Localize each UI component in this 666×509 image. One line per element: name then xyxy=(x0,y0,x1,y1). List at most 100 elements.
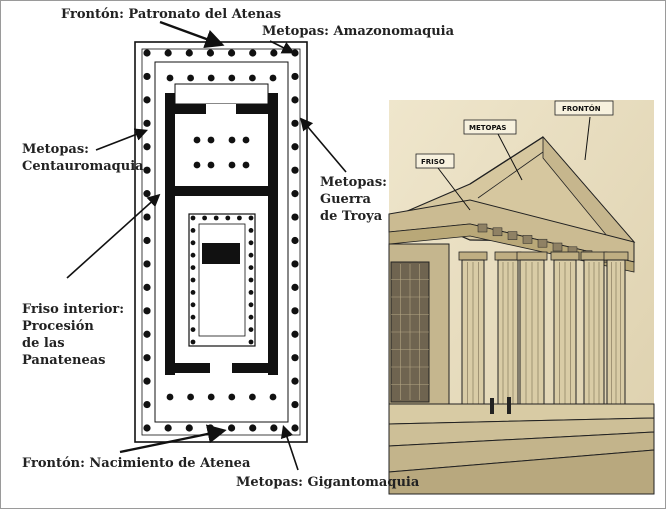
fronton-tag: FRONTÓN xyxy=(562,104,601,113)
column-dot xyxy=(248,290,254,295)
column-dot xyxy=(269,74,277,82)
column-dot xyxy=(270,49,278,57)
column-dot xyxy=(190,240,196,246)
column-dot xyxy=(291,354,299,362)
column-dot xyxy=(207,74,215,82)
arrow-metopas-amazon xyxy=(269,40,295,54)
column-dot xyxy=(164,49,172,57)
label-metopas-amazonomaquia: Metopas: Amazonomaquia xyxy=(262,24,455,39)
opisthodomos-columns xyxy=(193,136,250,169)
column-dot xyxy=(228,136,236,144)
column-dot xyxy=(291,424,299,432)
column-dot xyxy=(248,277,254,283)
column-dot xyxy=(143,377,151,385)
column-dot xyxy=(193,136,201,144)
column-dot xyxy=(291,307,299,315)
column-dot xyxy=(248,215,254,221)
column-dot xyxy=(190,228,196,233)
column-dot xyxy=(190,215,196,221)
column-dot xyxy=(190,327,196,332)
column-dot xyxy=(242,161,250,169)
column-dot xyxy=(190,265,196,270)
column-dot xyxy=(143,119,151,127)
column-dot xyxy=(207,136,215,144)
column-dot xyxy=(190,339,196,345)
column-dot xyxy=(164,424,172,432)
naos-interior xyxy=(188,213,256,347)
column-dot xyxy=(143,213,151,221)
metope-panel xyxy=(537,238,548,248)
column-dot xyxy=(291,400,299,409)
cella-walls xyxy=(165,83,278,375)
arrow-fronton-top xyxy=(159,20,225,49)
column-dot xyxy=(248,339,254,345)
temple-steps xyxy=(388,397,655,495)
label-fronton-nacimiento: Frontón: Nacimiento de Atenea xyxy=(22,456,251,471)
column-dot xyxy=(190,277,196,283)
column-dot xyxy=(228,74,236,82)
column-dot xyxy=(143,354,151,362)
metope-panel xyxy=(507,231,518,240)
column-dot xyxy=(213,215,219,221)
column-dot xyxy=(143,330,151,338)
column-dot xyxy=(291,96,299,104)
human-figure xyxy=(490,398,494,414)
column-dot xyxy=(291,260,299,268)
arrow-fronton-bottom xyxy=(119,424,227,454)
side-wall xyxy=(388,243,450,405)
column-dot xyxy=(143,72,151,81)
column-dot xyxy=(291,143,299,151)
column-dot xyxy=(190,314,196,320)
column-dot xyxy=(291,283,299,291)
label-fronton-patronato: Frontón: Patronato del Atenas xyxy=(61,7,282,22)
column-dot xyxy=(291,166,299,174)
statue-base xyxy=(202,243,240,264)
column-dot xyxy=(190,302,196,308)
friso-tag: FRISO xyxy=(421,158,445,166)
column-dot xyxy=(143,424,151,432)
elevation-columns xyxy=(458,251,629,407)
column-dot xyxy=(193,161,201,169)
column-dot xyxy=(248,228,254,233)
column-dot xyxy=(207,393,215,401)
column-dot xyxy=(291,213,299,221)
arrow-friso-interior xyxy=(66,193,161,279)
column-dot xyxy=(143,260,151,268)
column-dot xyxy=(143,236,151,245)
column-dot xyxy=(291,236,299,245)
column-dot xyxy=(249,393,256,401)
column-dot xyxy=(143,96,151,104)
column-dot xyxy=(248,327,254,332)
column-dot xyxy=(228,393,236,401)
metopas-tag: METOPAS xyxy=(469,124,506,132)
column-dot xyxy=(237,215,242,221)
elevation-tags: FRONTÓN METOPAS FRISO xyxy=(415,100,614,169)
column-dot xyxy=(143,143,151,151)
column-dot xyxy=(227,424,236,432)
column-dot xyxy=(291,72,299,81)
column-dot xyxy=(270,424,278,432)
column-dot xyxy=(227,49,236,57)
column-dot xyxy=(248,265,254,270)
column-dot xyxy=(166,393,174,401)
column-dot xyxy=(248,314,254,320)
column-dot xyxy=(202,215,208,221)
column-dot xyxy=(249,424,257,432)
label-metopas-gigantomaquia: Metopas: Gigantomaquia xyxy=(236,475,420,490)
column-dot xyxy=(242,136,250,144)
column-dot xyxy=(269,393,277,401)
column-dot xyxy=(143,400,151,409)
naos-colonnade xyxy=(190,215,254,345)
metope-panel xyxy=(477,223,488,233)
column-dot xyxy=(291,119,299,127)
porch-columns xyxy=(166,74,277,401)
column-dot xyxy=(225,215,231,221)
column-dot xyxy=(190,290,196,295)
elevation-label-lines xyxy=(437,116,591,211)
column-dot xyxy=(190,252,196,258)
metope-panel xyxy=(492,227,503,237)
peristyle-columns xyxy=(143,49,299,432)
arrow-metopas-giganto xyxy=(280,424,299,471)
column-dot xyxy=(248,302,254,308)
